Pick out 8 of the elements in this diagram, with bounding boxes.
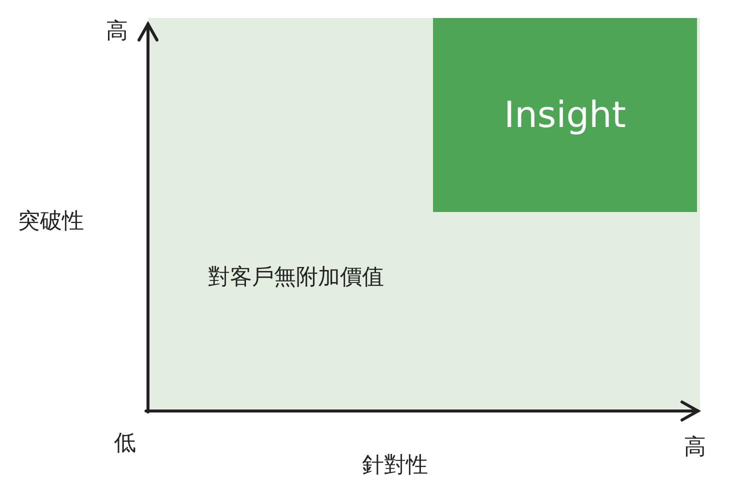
axis-high-label: 高 [684, 434, 706, 462]
quadrant-area [148, 18, 700, 410]
insight-box: Insight [433, 18, 697, 212]
x-axis-title: 針對性 [362, 452, 428, 480]
quadrant-label: 對客戶無附加價值 [208, 264, 384, 292]
y-axis-title: 突破性 [18, 208, 84, 236]
axis-high-label: 高 [106, 18, 128, 46]
axis-low-label: 低 [114, 430, 136, 458]
